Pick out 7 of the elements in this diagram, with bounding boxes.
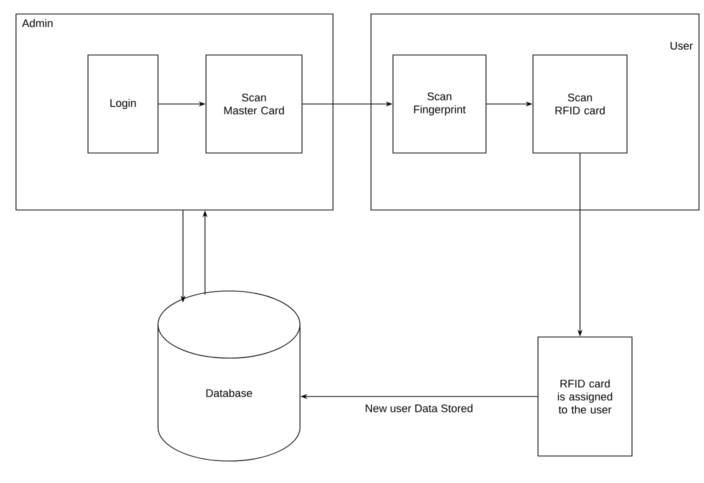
edge-label: New user Data Stored — [364, 403, 474, 414]
process-box: Scan Master Card — [206, 54, 302, 154]
database-cylinder: Database — [158, 290, 300, 462]
process-box: Scan RFID card — [532, 54, 628, 154]
process-box: RFID card is assigned to the user — [538, 336, 632, 456]
process-box: Scan Fingerprint — [392, 54, 486, 154]
process-box: Login — [88, 54, 158, 154]
